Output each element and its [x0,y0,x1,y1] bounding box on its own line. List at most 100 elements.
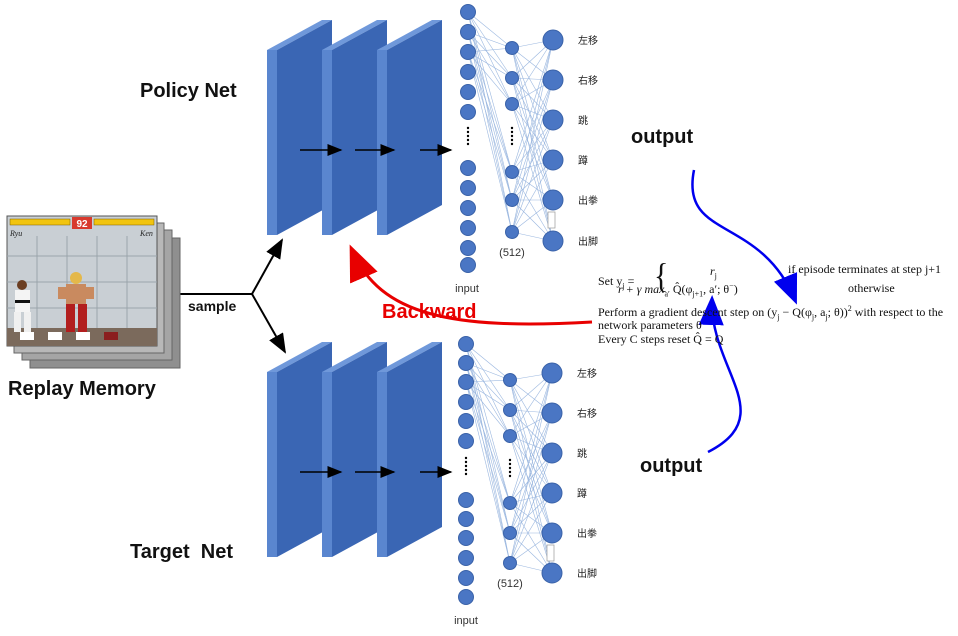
policy-hidden-count: (512) [499,247,525,259]
target-fc-edges [465,343,553,574]
target-hidden-count: (512) [497,578,523,590]
target-ellipsis-dot [464,460,468,464]
target-action-label: 左移 [577,367,597,380]
policy-hidden-node [505,41,519,55]
policy-ellipsis-dot [466,134,470,138]
policy-output-node [542,149,564,171]
policy-output-node [542,230,564,252]
output-arrow-bottom [698,295,742,454]
policy-stack-marker [547,211,556,229]
fighter-right [58,272,94,332]
policy-conv-layer-1 [267,20,332,235]
policy-ellipsis-dot [466,138,470,142]
policy-net-label: Policy Net [140,80,237,102]
policy-output-node [542,69,564,91]
target-ellipsis-dot [464,456,468,460]
policy-input-node [460,104,476,120]
policy-input-node [460,84,476,100]
formula-reset-text: Every C steps reset Q̂ = Q [598,332,724,346]
policy-action-label: 蹲 [578,154,588,167]
policy-input-node [460,257,476,273]
target-input-node [458,511,474,527]
formula-gradient-tail: with respect to the [854,305,944,319]
target-action-label: 蹲 [577,487,587,500]
target-output-node [541,362,563,384]
policy-action-label: 出拳 [578,194,598,207]
policy-hidden-node [505,71,519,85]
policy-input-node [460,180,476,196]
policy-input-label: input [455,283,479,295]
target-ellipsis-dot [508,462,512,466]
target-ellipsis-dot [464,468,468,472]
policy-action-label: 右移 [578,74,598,87]
policy-input-node [460,240,476,256]
player-left-name: Ryu [9,229,22,238]
target-action-label: 跳 [577,447,587,460]
target-input-label: input [454,615,478,627]
policy-input-node [460,64,476,80]
policy-output-node [542,189,564,211]
formula-params-text: network parameters θ [598,318,702,332]
target-action-label: 出脚 [577,567,597,580]
backward-label: Backward [382,301,477,323]
game-timer: 92 [76,219,88,230]
target-ellipsis-dot [508,458,512,462]
target-input-node [458,413,474,429]
policy-ellipsis-dot [510,134,514,138]
target-input-node [458,492,474,508]
target-input-node [458,433,474,449]
policy-conv-layer-3 [377,20,442,235]
policy-ellipsis-dot [510,138,514,142]
policy-ellipsis-dot [510,142,514,146]
game-frame: 92 Ryu Ken [6,215,158,347]
policy-net-conv-layers [267,20,453,235]
target-conv-layer-3 [377,342,442,557]
policy-hidden-node [505,97,519,111]
output-arrow-top [691,169,798,305]
policy-action-label: 出脚 [578,235,598,248]
target-input-node [458,374,474,390]
policy-input-node [460,200,476,216]
output-label-bottom: output [640,455,703,477]
policy-input-node [460,160,476,176]
policy-ellipsis-dot [466,130,470,134]
target-input-node [458,550,474,566]
target-output-node [541,442,563,464]
target-input-node [458,394,474,410]
target-ellipsis-dot [464,464,468,468]
target-ellipsis-dot [508,474,512,478]
target-hidden-node [503,429,517,443]
target-input-node [458,355,474,371]
replay-memory-frames: 92 Ryu Ken [6,215,181,369]
target-hidden-node [503,403,517,417]
target-input-node [458,570,474,586]
target-output-node [541,482,563,504]
target-conv-layer-1 [267,342,332,557]
formula-set-label: Set y [598,274,623,288]
sample-label: sample [188,298,237,314]
target-output-node [541,522,563,544]
target-net-conv-layers [267,342,453,557]
policy-ellipsis-dot [510,126,514,130]
policy-conv-layer-2 [322,20,387,235]
policy-ellipsis-dot [510,130,514,134]
target-net-label: Target Net [130,541,233,563]
target-conv-layer-2 [322,342,387,557]
policy-hidden-node [505,225,519,239]
policy-input-node [460,24,476,40]
formula-gradient-text: Perform a gradient descent step on [598,305,765,319]
target-action-label: 出拳 [577,527,597,540]
policy-hidden-node [505,193,519,207]
target-ellipsis-dot [508,470,512,474]
policy-input-node [460,4,476,20]
sample-fork [178,238,286,354]
target-hidden-node [503,373,517,387]
output-label-top: output [631,126,694,148]
policy-input-node [460,44,476,60]
target-hidden-node [503,496,517,510]
target-ellipsis-dot [464,472,468,476]
policy-action-label: 跳 [578,114,588,127]
target-input-node [458,336,474,352]
